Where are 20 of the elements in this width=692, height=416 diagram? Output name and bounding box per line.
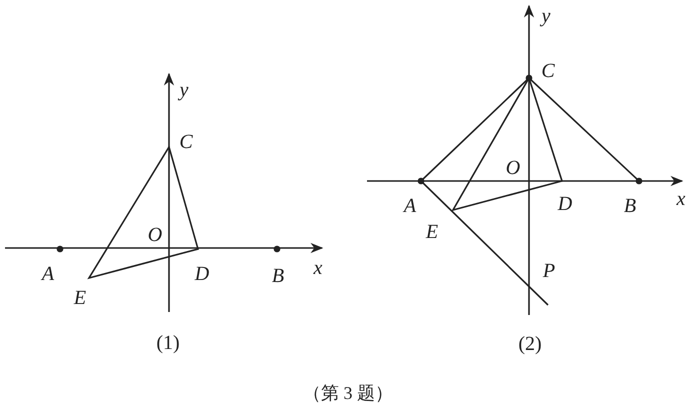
- point-label: D: [558, 194, 572, 214]
- point-label: C: [179, 132, 193, 152]
- point-label: A: [404, 196, 416, 216]
- figure-number: (1): [156, 333, 180, 353]
- point-label: y: [180, 80, 188, 100]
- point-label: O: [506, 158, 520, 178]
- point-label: B: [272, 266, 284, 286]
- point-label: E: [426, 222, 438, 242]
- figure-number: (2): [518, 334, 542, 354]
- point-label: B: [624, 196, 636, 216]
- point-label: D: [194, 264, 210, 284]
- point-label: A: [42, 264, 54, 284]
- point-label: x: [676, 189, 686, 209]
- point-label: O: [148, 225, 162, 245]
- point-label: C: [541, 61, 555, 81]
- point-label: P: [542, 261, 556, 281]
- caption: （第 3 题）: [303, 384, 393, 402]
- point-label: E: [74, 288, 86, 308]
- point-label: y: [542, 6, 550, 26]
- point-label: x: [314, 258, 322, 278]
